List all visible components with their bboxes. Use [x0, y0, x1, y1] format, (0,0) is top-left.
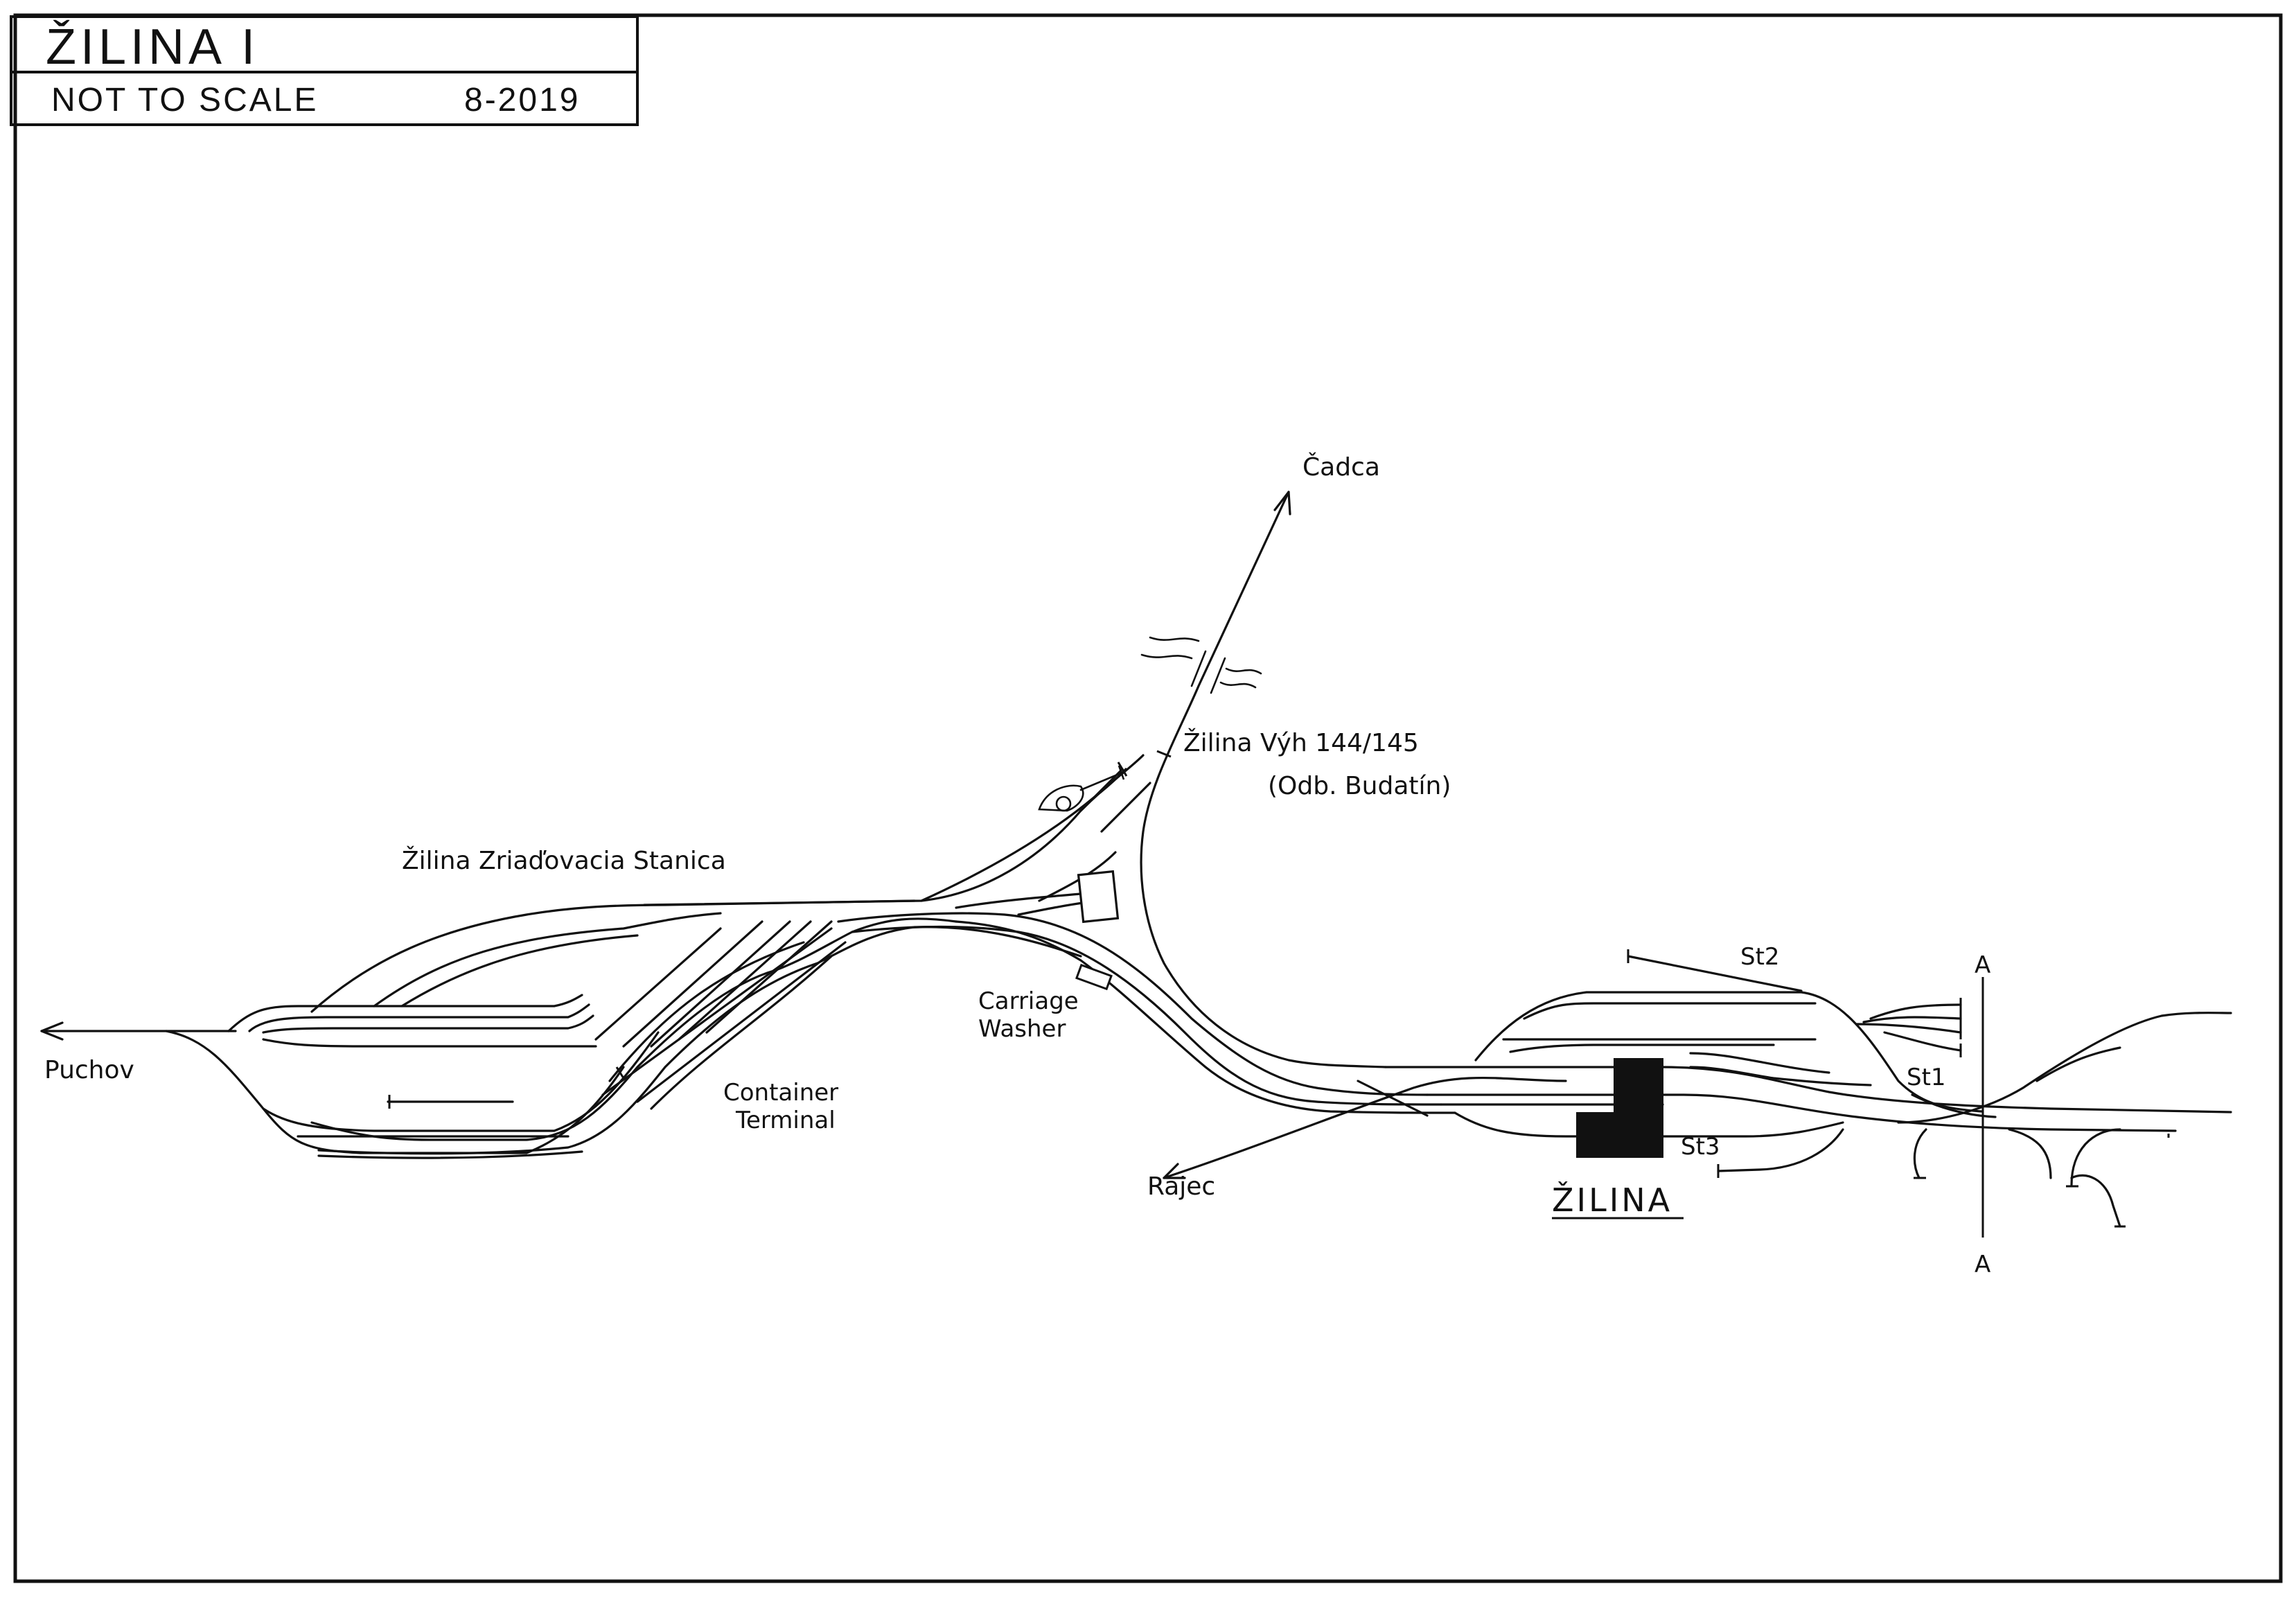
yard-main-north: [643, 768, 1124, 906]
yard-track-south-2: [262, 1031, 660, 1132]
label-carriage-2: Washer: [978, 1015, 1066, 1043]
east-hook-3: [2070, 1128, 2121, 1186]
depot-line-1: [955, 892, 1082, 909]
diagonal-7: [601, 927, 833, 1096]
label-section-top: A: [1975, 951, 1990, 979]
yard-north-track-3: [400, 934, 639, 1007]
turntable: [1038, 765, 1125, 812]
diagonal-8: [636, 941, 847, 1103]
puchov-arrow: [40, 1021, 64, 1041]
diagonal-4: [678, 920, 812, 1041]
diagonal-5: [705, 920, 833, 1034]
station-loop-north-4: [1509, 1044, 1775, 1053]
station-main-2: [1426, 1093, 2177, 1132]
labels: Čadca Žilina Výh 144/145 (Odb. Budatín) …: [44, 452, 1990, 1278]
turntable-outline: [1038, 784, 1084, 812]
diagonal-6: [608, 941, 805, 1082]
depot-line-2: [1017, 901, 1089, 916]
scale-note: NOT TO SCALE: [51, 82, 318, 118]
through-line-1: [837, 912, 1429, 1096]
tracks: [40, 491, 2232, 1238]
station-loop-north-2: [1523, 1002, 1817, 1020]
east-hook-2: [2008, 1128, 2052, 1179]
turntable-pit: [1055, 795, 1072, 812]
diagonal-1: [594, 927, 722, 1041]
north-lead-buffer: [1117, 762, 1128, 777]
east-hook-4: [2070, 1174, 2121, 1228]
yard-arrival-4: [262, 1038, 597, 1048]
label-yard: Žilina Zriaďovacia Stanica: [402, 846, 726, 875]
bridge-rail-2: [1210, 657, 1226, 694]
title-name: ŽILINA I: [46, 19, 259, 75]
label-st3: St3: [1681, 1133, 1720, 1161]
label-rajec: Rajec: [1147, 1172, 1215, 1201]
yard-bypass-south: [165, 1030, 625, 1154]
east-curve-branch: [2036, 1046, 2121, 1082]
station-building: [1576, 1058, 1663, 1158]
title-date: 8-2019: [464, 82, 580, 118]
diagonal-2: [622, 920, 763, 1048]
rajec-cross: [1357, 1080, 1429, 1117]
station-main-1: [1384, 1066, 2232, 1114]
yard-south-long-3: [317, 1150, 583, 1159]
st2-siding: [1627, 955, 1803, 992]
junction-tick: [1156, 750, 1172, 758]
title-block: ŽILINA I NOT TO SCALE 8-2019: [10, 15, 639, 126]
label-st2: St2: [1740, 943, 1780, 971]
water-line-3: [1225, 667, 1262, 675]
station-loop-north-1: [1474, 991, 1983, 1113]
sheet-border: [13, 13, 2283, 1583]
station-loop-north-6: [1689, 1066, 1872, 1086]
diagonal-3: [650, 920, 791, 1048]
label-junction: Žilina Výh 144/145: [1183, 728, 1419, 757]
label-station: ŽILINA: [1552, 1181, 1672, 1219]
east-siding-1: [1869, 1003, 1962, 1020]
depot-building: [1077, 870, 1120, 924]
label-container-2: Terminal: [735, 1107, 836, 1134]
label-puchov: Puchov: [44, 1056, 134, 1084]
bridge-rail-1: [1190, 650, 1207, 687]
through-line-3: [955, 920, 1456, 1114]
water-line-4: [1219, 681, 1257, 689]
yard-arrival-3: [262, 1014, 594, 1034]
turntable-lead: [1079, 771, 1124, 791]
river-crossing: [1140, 636, 1262, 694]
water-line-2: [1140, 653, 1193, 660]
through-line-2: [851, 925, 1442, 1106]
station-main-4: [1454, 1111, 1844, 1138]
east-hook-1: [1913, 1128, 1927, 1179]
turntable-buffer: [1118, 765, 1125, 780]
yard-arrival-1: [227, 994, 583, 1032]
yard-south-long-2: [317, 926, 1082, 1155]
st3-siding: [1717, 1128, 1844, 1172]
east-curve-line: [1897, 1012, 2232, 1124]
east-link-1: [1911, 1093, 1997, 1118]
yard-to-cadca-link-2: [1100, 782, 1151, 833]
yard-north-lead: [310, 899, 916, 1013]
label-st1: St1: [1907, 1064, 1946, 1091]
label-junction-sub: (Odb. Budatín): [1268, 772, 1451, 800]
station-loop-north-5: [1689, 1052, 1830, 1074]
label-container-1: Container: [723, 1079, 838, 1107]
east-siding-3: [1855, 1023, 1962, 1034]
yard-north-track-2: [373, 912, 722, 1007]
container-buffer: [615, 1066, 625, 1079]
rajec-line: [1163, 1076, 1567, 1179]
east-siding-2: [1862, 1016, 1962, 1023]
label-carriage-1: Carriage: [978, 987, 1079, 1015]
water-line-1: [1149, 636, 1200, 642]
east-siding-4: [1883, 1031, 1962, 1052]
diagonal-9: [650, 955, 833, 1110]
carriage-washer-building: [1075, 963, 1113, 991]
cadca-line: [1140, 491, 1387, 1068]
cadca-arrow: [1273, 491, 1291, 516]
rajec-arrow: [1163, 1163, 1186, 1179]
yard-arrival-2: [248, 1003, 590, 1032]
label-section-bottom: A: [1975, 1251, 1990, 1278]
yard-to-cadca-link: [1079, 754, 1145, 812]
label-cadca: Čadca: [1302, 452, 1380, 482]
